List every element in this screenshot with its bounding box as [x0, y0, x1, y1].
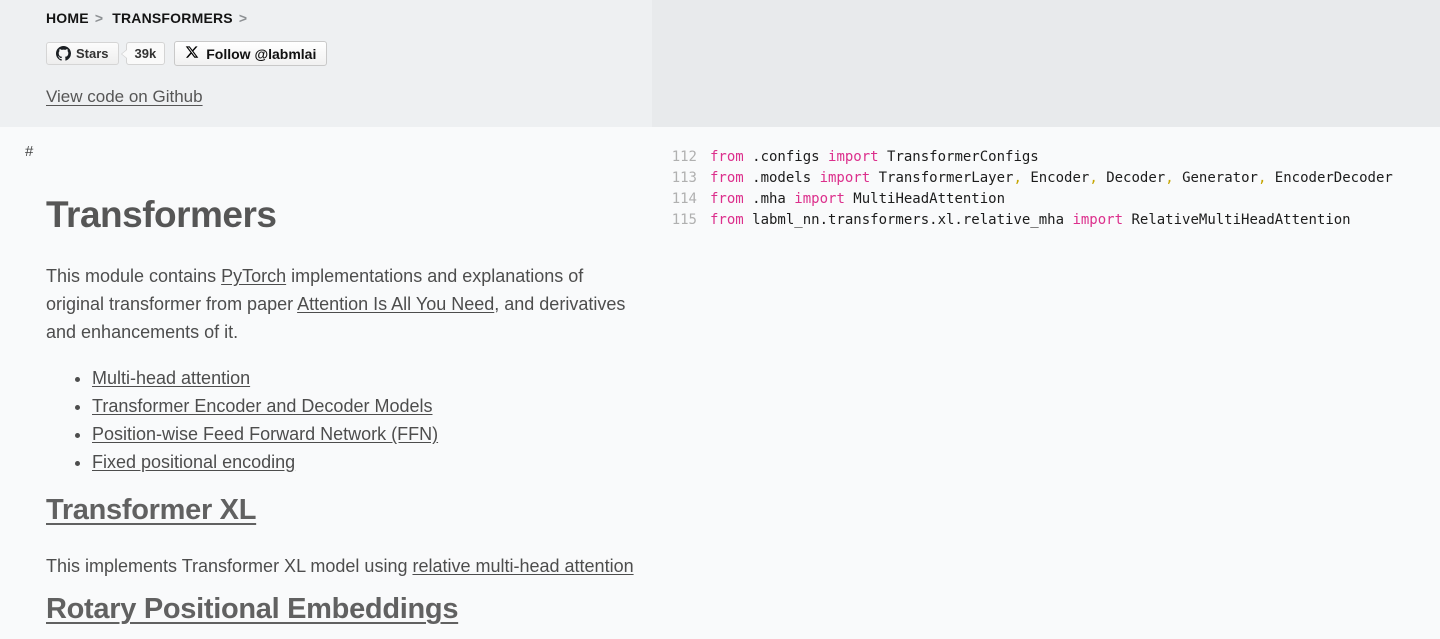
code-token: MultiHeadAttention — [844, 191, 1006, 207]
code-token: , — [1089, 170, 1098, 186]
code-token: from — [710, 149, 744, 165]
list-item: Fixed positional encoding — [92, 448, 652, 476]
page-header: HOME > TRANSFORMERS > Stars 39k Follow @lab… — [0, 0, 1440, 127]
code-token: from — [710, 191, 744, 207]
doc-prose-column: # Transformers This module contains PyTo… — [0, 127, 652, 639]
code-token: EncoderDecoder — [1266, 170, 1393, 186]
intro-paragraph: This module contains PyTorch implementat… — [46, 262, 631, 346]
code-token: TransformerConfigs — [878, 149, 1039, 165]
header-right-panel — [652, 0, 1440, 127]
code-line: 113 from .models import TransformerLayer,… — [670, 168, 1440, 189]
code-token: Encoder — [1021, 170, 1090, 186]
code-token: import — [1072, 212, 1124, 228]
view-code-link[interactable]: View code on Github — [46, 87, 203, 106]
text-segment: , and derivatives and enhancements of it… — [46, 294, 626, 342]
transformer-xl-paragraph: This implements Transformer XL model usi… — [46, 552, 634, 580]
breadcrumb: HOME > TRANSFORMERS > — [46, 10, 652, 26]
code-token: from — [710, 212, 744, 228]
doc-link-list: Multi-head attentionTransformer Encoder … — [46, 364, 652, 476]
breadcrumb-item[interactable]: TRANSFORMERS — [112, 10, 233, 26]
stars-button-label: Stars — [76, 46, 109, 61]
code-token: TransformerLayer — [870, 170, 1014, 186]
x-logo-icon — [185, 45, 199, 62]
section-title-transformer-xl[interactable]: Transformer XL — [46, 494, 257, 526]
code-token: , — [1013, 170, 1022, 186]
github-stars-button[interactable]: Stars — [46, 42, 119, 65]
list-item: Multi-head attention — [92, 364, 652, 392]
stars-count-badge[interactable]: 39k — [120, 42, 166, 65]
inline-link[interactable]: Attention Is All You Need — [297, 294, 495, 314]
text-segment: This implements Transformer XL model usi… — [46, 556, 413, 576]
line-number: 112 — [671, 149, 697, 165]
list-item: Transformer Encoder and Decoder Models — [92, 392, 652, 420]
code-token: Decoder — [1097, 170, 1166, 186]
code-token: .models — [743, 170, 820, 186]
main-content: # Transformers This module contains PyTo… — [0, 127, 1440, 639]
code-line: 115 from labml_nn.transformers.xl.relativ… — [670, 210, 1440, 231]
list-item-link[interactable]: Position-wise Feed Forward Network (FFN) — [92, 424, 439, 444]
breadcrumb-separator: > — [238, 10, 248, 26]
inline-link[interactable]: relative multi-head attention — [412, 556, 634, 576]
line-number: 113 — [671, 170, 697, 186]
header-left-panel: HOME > TRANSFORMERS > Stars 39k Follow @lab… — [0, 0, 652, 127]
code-line: 114 from .mha import MultiHeadAttention — [670, 189, 1440, 210]
code-token: , — [1257, 170, 1267, 186]
code-token: import — [794, 191, 845, 207]
list-item-link[interactable]: Transformer Encoder and Decoder Models — [92, 396, 433, 416]
breadcrumb-separator: > — [94, 10, 104, 26]
list-item-link[interactable]: Multi-head attention — [92, 368, 251, 388]
code-line: 112 from .configs import TransformerConfi… — [670, 147, 1440, 168]
code-token: .configs — [743, 149, 829, 165]
text-segment: This module contains — [46, 266, 222, 286]
line-number: 115 — [671, 212, 697, 228]
code-token: Generator — [1173, 170, 1258, 186]
code-token: .mha — [743, 191, 795, 207]
inline-link[interactable]: PyTorch — [221, 266, 287, 286]
list-item: Position-wise Feed Forward Network (FFN) — [92, 420, 652, 448]
page-title: Transformers — [46, 194, 277, 235]
follow-button-label: Follow @labmlai — [206, 45, 317, 62]
heading-anchor-hash[interactable]: # — [25, 143, 34, 160]
text-segment: implementations and explanations of orig… — [46, 266, 584, 314]
github-octocat-icon — [56, 46, 71, 61]
code-panel: 112 from .configs import TransformerConfi… — [652, 127, 1440, 639]
code-token: , — [1165, 170, 1174, 186]
list-item-link[interactable]: Fixed positional encoding — [92, 452, 296, 472]
breadcrumb-item[interactable]: HOME — [46, 10, 89, 26]
code-token: RelativeMultiHeadAttention — [1123, 212, 1351, 228]
line-number: 114 — [671, 191, 697, 207]
social-badges-row: Stars 39k Follow @labmlai — [46, 41, 652, 66]
code-token: labml_nn.transformers.xl.relative_mha — [743, 212, 1073, 228]
code-token: from — [710, 170, 744, 186]
code-token: import — [819, 170, 871, 186]
section-title-rotary-embeddings[interactable]: Rotary Positional Embeddings — [46, 593, 459, 625]
follow-button[interactable]: Follow @labmlai — [174, 41, 328, 66]
code-token: import — [828, 149, 879, 165]
